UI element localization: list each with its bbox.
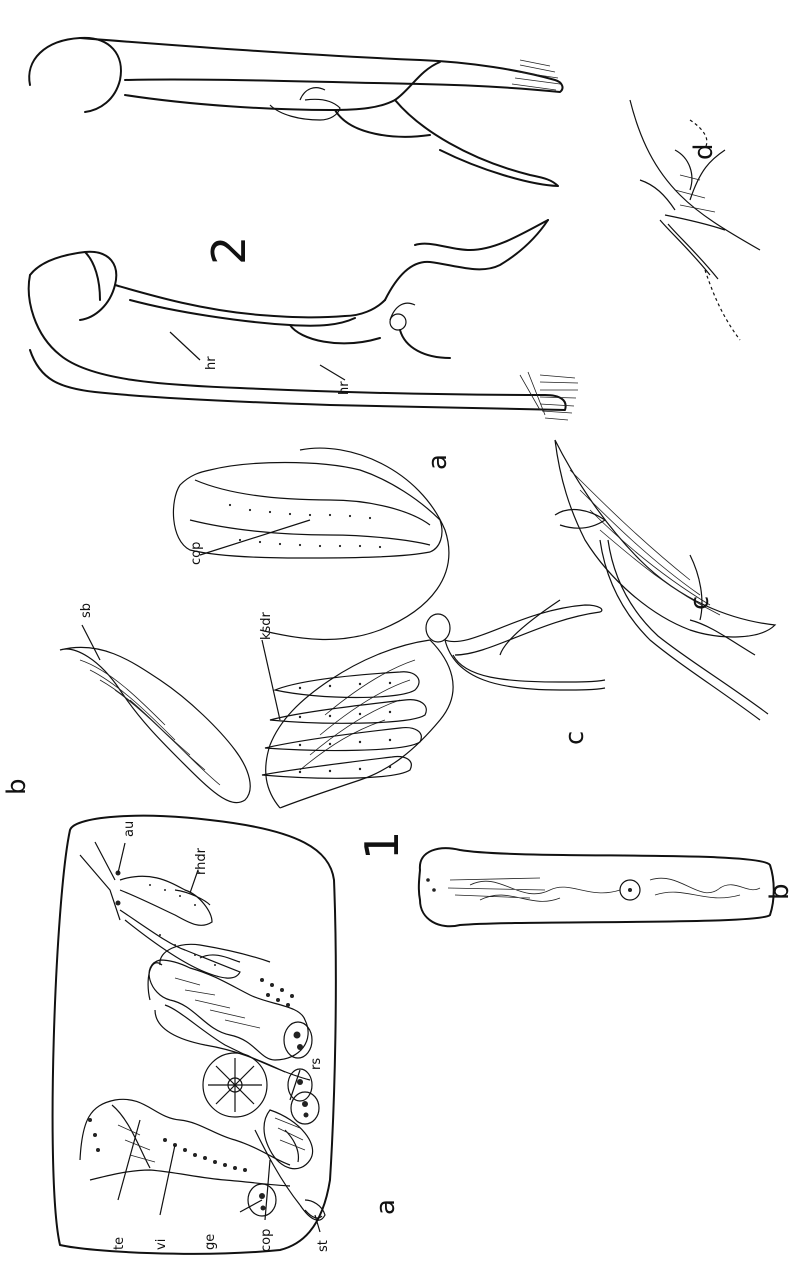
fig2d-organ: d — [630, 100, 760, 340]
label-au: au — [122, 821, 137, 837]
fig1a-head — [80, 842, 240, 978]
label-st: st — [316, 1240, 331, 1252]
panel-1b: b — [765, 883, 795, 900]
label-hr-top: hr — [204, 356, 219, 370]
label-sb: sb — [79, 603, 94, 618]
label-rs: rs — [309, 1058, 324, 1070]
fig1a-copulatory — [255, 1110, 325, 1220]
label-rhdr: rhdr — [194, 847, 209, 875]
label-vi: vi — [154, 1239, 169, 1250]
fig1a-pharynx — [203, 1053, 267, 1117]
panel-2a: a — [423, 454, 453, 470]
figure-number-1: 1 — [355, 831, 409, 860]
label-cop: cop — [259, 1229, 274, 1252]
label-hr-bottom: hr — [337, 381, 352, 395]
fig2b-hook: b — [2, 38, 562, 795]
label-cop-c: cop — [189, 542, 204, 565]
panel-2b: b — [2, 778, 32, 795]
fig1a-gonad-bottom — [80, 1099, 290, 1216]
label-ksdr: ksdr — [259, 611, 274, 640]
fig1c-apparatus: sb ksdr cop c — [60, 448, 605, 808]
fig2a-hook: hr hr a — [29, 220, 578, 470]
panel-2d: d — [689, 143, 719, 160]
fig1a-labels: au rhdr rs te vi ge cop st a — [112, 821, 401, 1252]
panel-1a: a — [371, 1199, 401, 1215]
panel-1c: c — [560, 731, 590, 745]
figure-number-2: 2 — [202, 236, 256, 265]
fig2c-organ: c — [555, 440, 775, 720]
panel-2c: c — [685, 596, 715, 610]
fig1a-leaders — [118, 843, 320, 1232]
fig1b-body: b — [419, 848, 795, 926]
label-te: te — [112, 1237, 127, 1250]
label-ge: ge — [203, 1234, 218, 1250]
